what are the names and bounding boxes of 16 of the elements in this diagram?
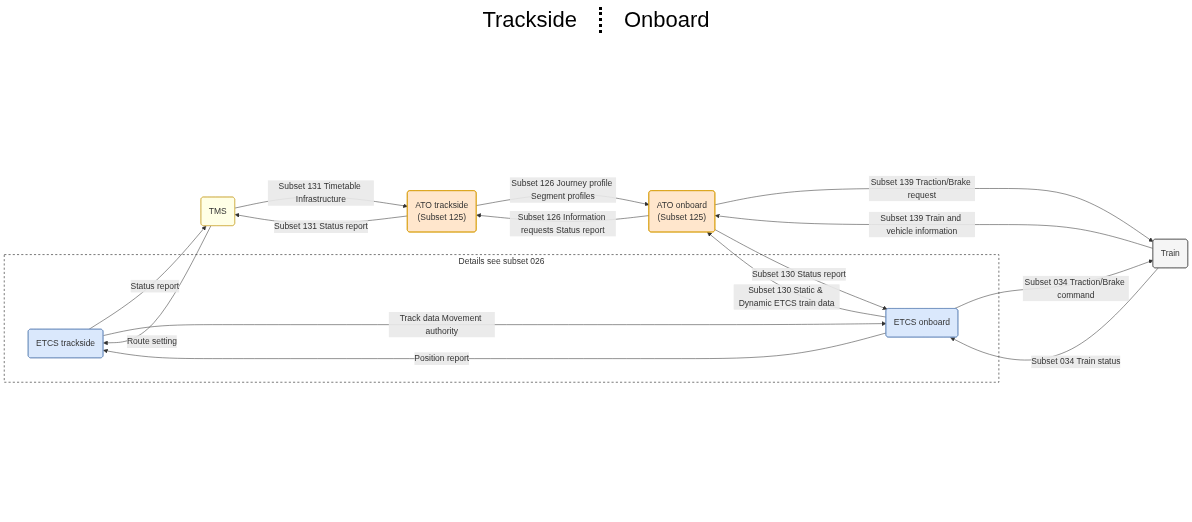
edge-label: Route setting bbox=[126, 336, 177, 346]
edge-label: Subset 034 Traction/Brake command bbox=[1024, 277, 1125, 300]
edge-label: Subset 130 Static & Dynamic ETCS train data bbox=[738, 285, 835, 308]
edge-label: Subset 139 Traction/Brake request bbox=[870, 177, 971, 200]
edge-label: Subset 139 Train and vehicle information bbox=[880, 213, 962, 236]
edge-label: Status report bbox=[130, 281, 180, 291]
region-heading: Onboard bbox=[598, 7, 732, 33]
edge-label: Subset 130 Status report bbox=[751, 269, 846, 279]
edge-label: Position report bbox=[414, 353, 470, 363]
edge-label: Subset 131 Status report bbox=[274, 221, 368, 231]
edge-label: Subset 034 Train status bbox=[1031, 357, 1121, 367]
edge-label: Subset 126 Information requests Status report bbox=[517, 212, 606, 235]
region-heading: Trackside bbox=[481, 7, 578, 33]
edge-label: Subset 131 Timetable Infrastructure bbox=[278, 181, 361, 204]
edge-label: Track data Movement authority bbox=[399, 313, 482, 336]
edge-label: Subset 126 Journey profile Segment profiles bbox=[511, 178, 613, 201]
